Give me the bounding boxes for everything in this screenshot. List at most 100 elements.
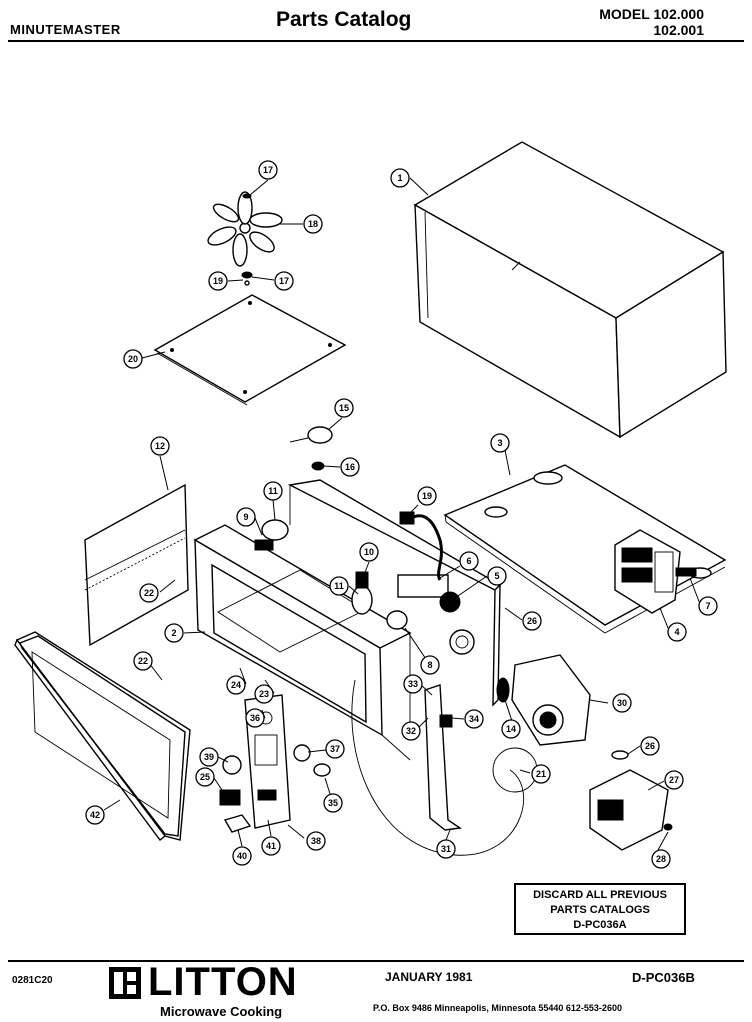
- callout-6: 6: [459, 551, 479, 571]
- svg-text:11: 11: [268, 486, 278, 496]
- callout-14: 14: [501, 719, 521, 739]
- high-voltage-transformer: [614, 529, 697, 614]
- callout-11b: 11: [329, 576, 349, 596]
- notice-line-1: DISCARD ALL PREVIOUS: [533, 889, 667, 901]
- model-line-2: 102.001: [653, 22, 704, 38]
- callout-8: 8: [420, 655, 440, 675]
- svg-text:38: 38: [311, 836, 321, 846]
- discard-notice: DISCARD ALL PREVIOUS PARTS CATALOGS D-PC…: [514, 883, 686, 935]
- svg-text:17: 17: [263, 165, 273, 175]
- svg-text:1: 1: [397, 173, 402, 183]
- svg-text:19: 19: [422, 491, 432, 501]
- svg-text:21: 21: [536, 769, 546, 779]
- svg-text:26: 26: [527, 616, 537, 626]
- svg-text:22: 22: [138, 656, 148, 666]
- power-plug: [399, 511, 415, 525]
- svg-text:4: 4: [674, 627, 679, 637]
- svg-text:39: 39: [204, 752, 214, 762]
- callout-20: 20: [123, 349, 143, 369]
- svg-text:40: 40: [237, 851, 247, 861]
- fan-blade: [207, 191, 283, 286]
- callout-31: 31: [436, 839, 456, 859]
- svg-text:18: 18: [308, 219, 318, 229]
- svg-text:11: 11: [334, 581, 344, 591]
- svg-text:2: 2: [171, 628, 176, 638]
- svg-text:34: 34: [469, 714, 479, 724]
- footer-date: JANUARY 1981: [385, 970, 473, 984]
- svg-text:33: 33: [408, 679, 418, 689]
- callout-32: 32: [401, 721, 421, 741]
- callout-16: 16: [340, 457, 360, 477]
- notice-line-2: PARTS CATALOGS: [550, 904, 650, 916]
- callout-12: 12: [150, 436, 170, 456]
- svg-text:9: 9: [243, 512, 248, 522]
- callout-5: 5: [487, 566, 507, 586]
- svg-text:28: 28: [656, 854, 666, 864]
- callout-27: 27: [664, 770, 684, 790]
- interlock-bracket: [351, 679, 525, 856]
- svg-text:35: 35: [328, 798, 338, 808]
- callout-23: 23: [254, 684, 274, 704]
- callout-38: 38: [306, 831, 326, 851]
- svg-text:7: 7: [705, 601, 710, 611]
- svg-text:24: 24: [231, 680, 241, 690]
- svg-text:19: 19: [213, 276, 223, 286]
- callout-19b: 19: [417, 486, 437, 506]
- svg-text:8: 8: [427, 660, 432, 670]
- footer-doc-number: D-PC036B: [632, 970, 695, 985]
- callout-26a: 26: [522, 611, 542, 631]
- svg-text:42: 42: [90, 810, 100, 820]
- callout-15: 15: [334, 398, 354, 418]
- callout-24: 24: [226, 675, 246, 695]
- callout-28: 28: [651, 849, 671, 869]
- callout-34: 34: [464, 709, 484, 729]
- svg-text:31: 31: [441, 844, 451, 854]
- base-plate: [443, 464, 727, 634]
- interlock-detail-circle: [492, 747, 538, 793]
- svg-text:17: 17: [279, 276, 289, 286]
- litton-logo-icon: [109, 967, 141, 999]
- callout-2: 2: [164, 623, 184, 643]
- callout-26b: 26: [640, 736, 660, 756]
- header-divider: [8, 40, 744, 42]
- brand-label: MINUTEMASTER: [10, 22, 121, 37]
- svg-text:23: 23: [259, 689, 269, 699]
- control-panel: [244, 694, 291, 829]
- callout-4: 4: [667, 622, 687, 642]
- page-title: Parts Catalog: [276, 8, 412, 31]
- main-chassis: [193, 479, 502, 761]
- callout-21: 21: [531, 764, 551, 784]
- footer-brand: LITTON: [148, 960, 298, 1004]
- callout-36: 36: [245, 708, 265, 728]
- callout-40: 40: [232, 846, 252, 866]
- svg-text:41: 41: [266, 841, 276, 851]
- svg-text:14: 14: [506, 724, 516, 734]
- magnetron: [589, 750, 673, 851]
- svg-text:36: 36: [250, 713, 260, 723]
- svg-text:20: 20: [128, 354, 138, 364]
- callout-17a: 17: [258, 160, 278, 180]
- callout-22b: 22: [133, 651, 153, 671]
- svg-text:15: 15: [339, 403, 349, 413]
- model-line-1: MODEL 102.000: [599, 6, 704, 22]
- callout-7: 7: [698, 596, 718, 616]
- svg-text:37: 37: [330, 744, 340, 754]
- callout-41: 41: [261, 836, 281, 856]
- callout-39: 39: [199, 747, 219, 767]
- callout-42: 42: [85, 805, 105, 825]
- footer-code: 0281C20: [12, 975, 53, 986]
- fan-motor-assembly: [386, 574, 475, 655]
- callout-1: 1: [390, 168, 410, 188]
- thermal-cutout: [289, 426, 333, 471]
- callout-22a: 22: [139, 583, 159, 603]
- callout-30: 30: [612, 693, 632, 713]
- callout-9: 9: [236, 507, 256, 527]
- svg-text:32: 32: [406, 726, 416, 736]
- footer-address: P.O. Box 9486 Minneapolis, Minnesota 554…: [373, 1003, 622, 1013]
- svg-text:26: 26: [645, 741, 655, 751]
- svg-text:3: 3: [497, 438, 502, 448]
- svg-text:10: 10: [364, 547, 374, 557]
- svg-text:12: 12: [155, 441, 165, 451]
- svg-text:6: 6: [466, 556, 471, 566]
- callout-3: 3: [490, 433, 510, 453]
